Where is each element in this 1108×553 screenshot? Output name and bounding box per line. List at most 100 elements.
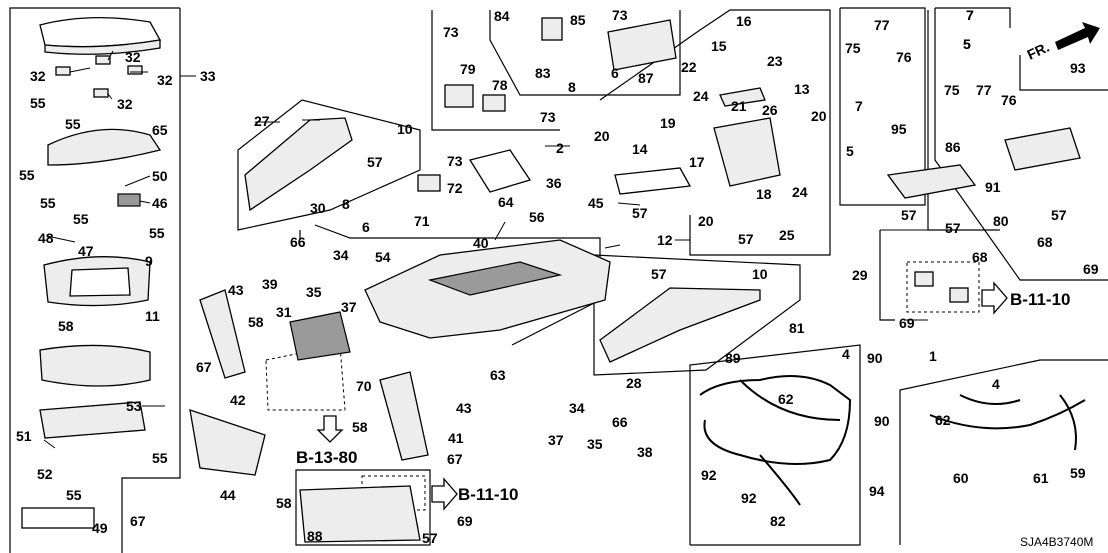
- callout-35: 35: [587, 436, 603, 452]
- callout-52: 52: [37, 466, 53, 482]
- leader-lines: [43, 50, 928, 449]
- callout-65: 65: [152, 122, 168, 138]
- callout-77: 77: [874, 17, 890, 33]
- callout-55: 55: [40, 195, 56, 211]
- callout-5: 5: [846, 143, 854, 159]
- callout-7: 7: [966, 7, 974, 23]
- callout-7: 7: [966, 7, 974, 23]
- callout-53: 53: [126, 398, 142, 414]
- callout-73: 73: [443, 24, 459, 40]
- callout-20: 20: [594, 128, 610, 144]
- callout-55: 55: [65, 116, 81, 132]
- callout-37: 37: [548, 432, 564, 448]
- callout-89: 89: [725, 350, 741, 366]
- callout-25: 25: [779, 227, 795, 243]
- cross-reference-b-11-10[interactable]: B-11-10: [1010, 290, 1070, 309]
- callout-95: 95: [891, 121, 907, 137]
- cross-reference-b-13-80[interactable]: B-13-80: [296, 448, 357, 467]
- callout-57: 57: [945, 220, 961, 236]
- reference-arrows: [316, 22, 1100, 511]
- callout-26: 26: [762, 102, 778, 118]
- callout-17: 17: [689, 154, 705, 170]
- callout-10: 10: [397, 121, 413, 137]
- callout-69: 69: [899, 315, 915, 331]
- callout-38: 38: [637, 444, 653, 460]
- callout-numbers: 33 32 32 32 32 55 55 65 55 50 55 46 55 4…: [16, 7, 1099, 546]
- callout-57: 57: [1051, 207, 1067, 223]
- callout-76: 76: [896, 49, 912, 65]
- callout-85: 85: [570, 12, 586, 28]
- callout-57: 57: [367, 154, 383, 170]
- callout-75: 75: [845, 40, 861, 56]
- callout-68: 68: [972, 249, 988, 265]
- callout-57: 57: [422, 530, 438, 546]
- part-shapes: [21, 17, 1081, 543]
- callout-7: 7: [855, 98, 863, 114]
- callout-57: 57: [651, 266, 667, 282]
- callout-92: 92: [701, 467, 717, 483]
- frame-lines: [9, 7, 1108, 553]
- callout-1: 1: [929, 348, 937, 364]
- callout-94: 94: [869, 483, 885, 499]
- callout-54: 54: [375, 249, 391, 265]
- callout-88: 88: [307, 528, 323, 544]
- callout-9: 9: [145, 253, 153, 269]
- callout-19: 19: [660, 115, 676, 131]
- callout-76: 76: [1001, 92, 1017, 108]
- callout-20: 20: [698, 213, 714, 229]
- callout-16: 16: [736, 13, 752, 29]
- callout-28: 28: [626, 375, 642, 391]
- callout-8: 8: [342, 196, 350, 212]
- callout-73: 73: [447, 153, 463, 169]
- callout-55: 55: [149, 225, 165, 241]
- callout-87: 87: [638, 70, 654, 86]
- callout-40: 40: [473, 235, 489, 251]
- callout-60: 60: [953, 470, 969, 486]
- callout-56: 56: [529, 209, 545, 225]
- callout-24: 24: [792, 184, 808, 200]
- callout-29: 29: [852, 267, 868, 283]
- callout-90: 90: [874, 413, 890, 429]
- callout-34: 34: [333, 247, 349, 263]
- callout-66: 66: [612, 414, 628, 430]
- callout-67: 67: [196, 359, 212, 375]
- callout-83: 83: [535, 65, 551, 81]
- callout-81: 81: [789, 320, 805, 336]
- callout-42: 42: [230, 392, 246, 408]
- callout-32: 32: [125, 49, 141, 65]
- callout-67: 67: [130, 513, 146, 529]
- callout-5: 5: [963, 36, 971, 52]
- callout-58: 58: [352, 419, 368, 435]
- callout-48: 48: [38, 230, 54, 246]
- front-direction-label: FR.: [1025, 39, 1052, 63]
- wire-harnesses: [699, 375, 1086, 506]
- callout-15: 15: [711, 38, 727, 54]
- callout-30: 30: [310, 200, 326, 216]
- callout-32: 32: [117, 96, 133, 112]
- callout-64: 64: [498, 194, 514, 210]
- callout-6: 6: [362, 219, 370, 235]
- callout-66: 66: [290, 234, 306, 250]
- callout-80: 80: [993, 213, 1009, 229]
- callout-55: 55: [30, 95, 46, 111]
- callout-37: 37: [341, 299, 357, 315]
- callout-58: 58: [248, 314, 264, 330]
- callout-72: 72: [447, 180, 463, 196]
- callout-14: 14: [632, 141, 648, 157]
- callout-36: 36: [546, 175, 562, 191]
- callout-35: 35: [306, 284, 322, 300]
- callout-27: 27: [254, 113, 270, 129]
- callout-13: 13: [794, 81, 810, 97]
- callout-58: 58: [58, 318, 74, 334]
- callout-6: 6: [611, 65, 619, 81]
- callout-55: 55: [66, 487, 82, 503]
- callout-92: 92: [741, 490, 757, 506]
- cross-reference-b-11-10[interactable]: B-11-10: [458, 485, 518, 504]
- callout-41: 41: [448, 430, 464, 446]
- callout-77: 77: [976, 82, 992, 98]
- callout-69: 69: [1083, 261, 1099, 277]
- callout-2: 2: [556, 140, 564, 156]
- callout-55: 55: [73, 211, 89, 227]
- callout-73: 73: [540, 109, 556, 125]
